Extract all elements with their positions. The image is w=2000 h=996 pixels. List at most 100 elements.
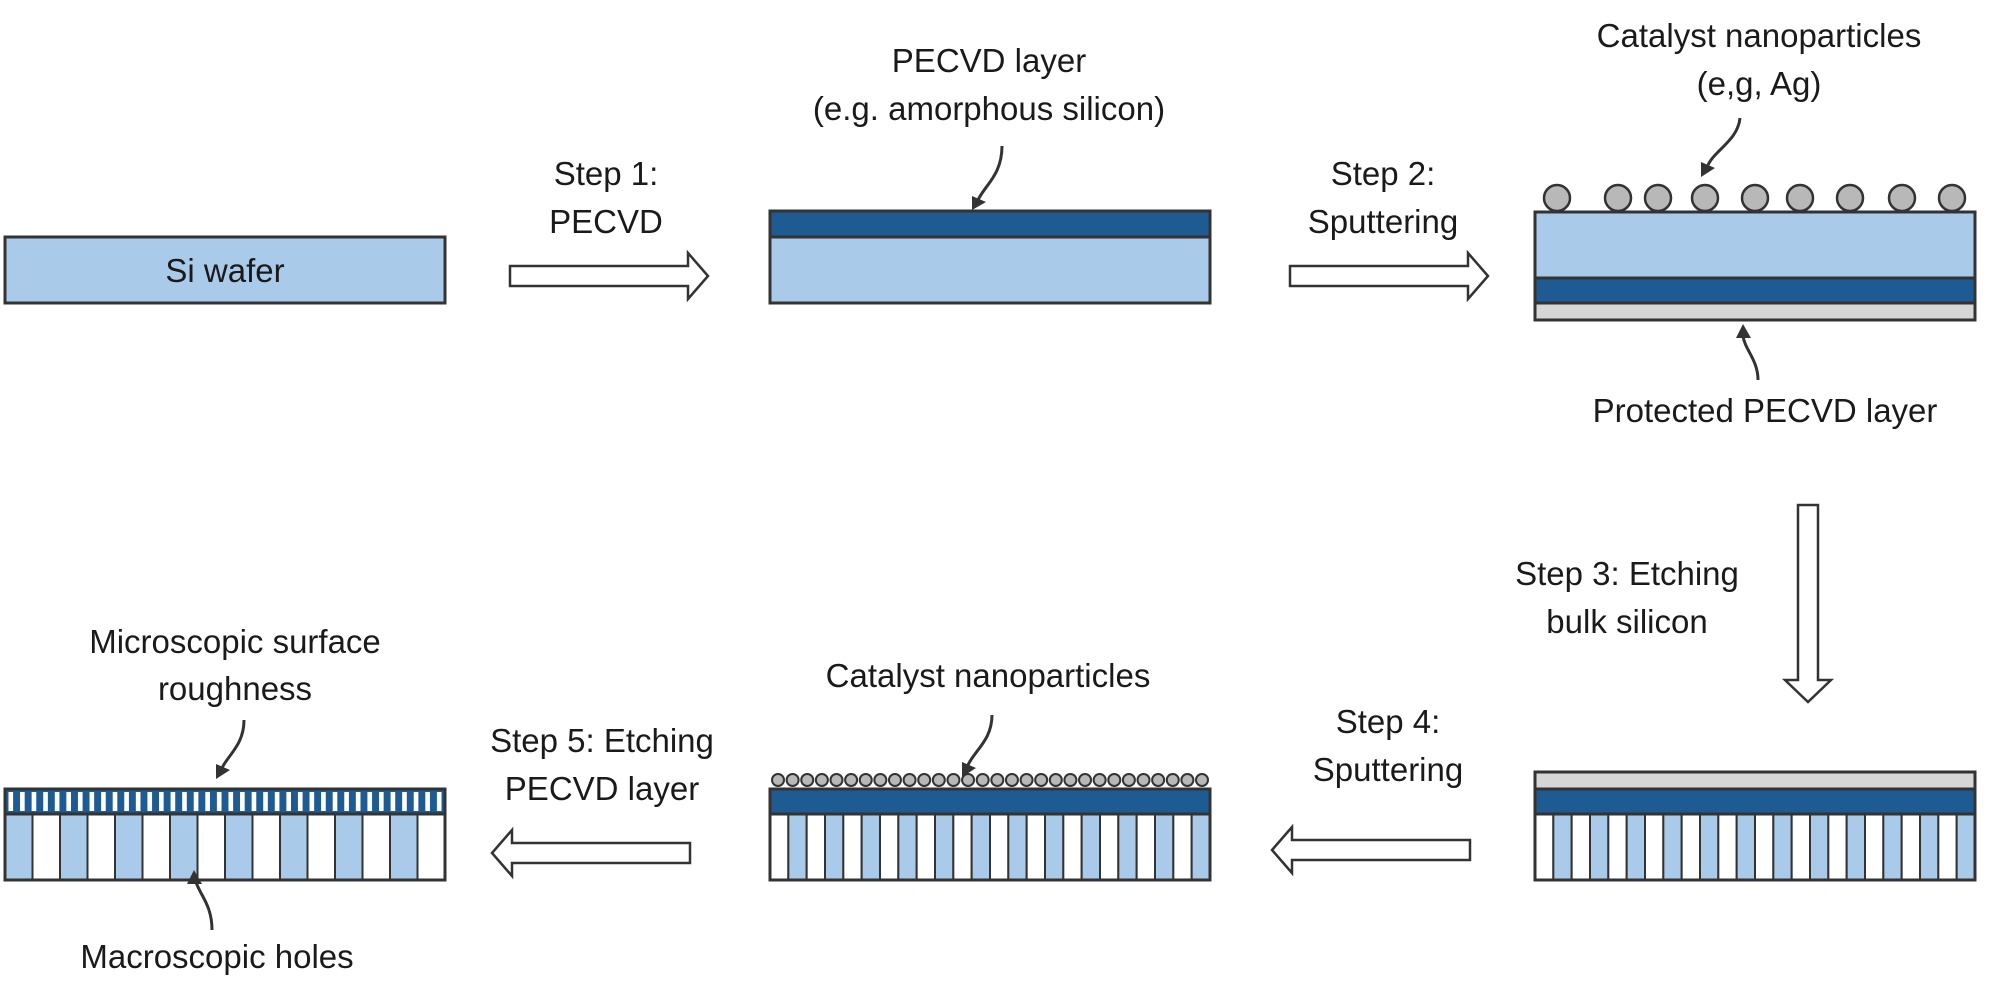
macro-hole-columns [3,812,447,882]
step5-arrow [490,826,692,880]
small-catalyst-particle [1004,773,1019,787]
roughness-slot [355,792,361,811]
roughness-slot [344,792,349,811]
column-segment [1900,813,1921,881]
column-segment [1190,813,1211,881]
catalyst-particle [1542,183,1572,213]
step5-label-line2: PECVD layer [505,770,699,807]
etched-bulk-protection-layer [1533,770,1977,791]
small-catalyst-particle [975,773,990,787]
step3-arrow [1781,503,1835,704]
micro-roughness-layer [3,787,447,816]
small-catalyst-particle [1078,773,1093,787]
micro-callout-arrow [220,719,246,769]
stage4-columns [768,812,1212,882]
roughness-slot [8,792,14,811]
column-segment [970,813,992,881]
pecvd-layer-block [768,209,1212,239]
column-segment [114,813,144,881]
small-catalyst-particle [917,773,932,787]
column-segment [1662,813,1683,881]
micro-roughness-label-line2: roughness [158,670,312,707]
sputtered-pecvd-layer [1533,276,1977,305]
column-segment [141,813,171,881]
roughness-slot [379,792,384,811]
small-catalyst-particle [1063,773,1078,787]
step1-arrow [508,249,710,303]
column-segment [1589,813,1610,881]
step3-label-line1: Step 3: Etching [1515,555,1739,592]
column-segment [1735,813,1756,881]
column-segment [824,813,845,881]
catalyst-particle [1603,183,1633,213]
small-catalyst-particle [829,773,844,787]
roughness-slot [112,792,118,811]
column-segment [224,813,254,881]
catalyst-particle [1690,183,1720,213]
step2-arrow [1288,249,1490,303]
step3-label-line2: bulk silicon [1546,603,1707,640]
column-segment [1625,813,1646,881]
column-segment [1570,813,1591,881]
small-catalyst-particle [990,773,1005,787]
column-segment [416,813,446,881]
column-segment [1937,813,1958,881]
small-catalyst-particle [785,773,800,787]
catalyst-nano-callout-arrowhead [962,762,976,777]
si-wafer-stage: Si wafer [3,235,447,305]
etched-bulk-pecvd-layer [1533,787,1977,816]
roughness-slot [193,792,199,811]
catalyst-particles-small [771,773,1209,787]
step4-label-line2: Sputtering [1313,751,1463,788]
roughness-slot [263,792,268,811]
column-segment [879,813,900,881]
column-outline [1533,812,1977,882]
roughness-slot [182,792,187,811]
roughness-slot [297,792,303,811]
column-segment [196,813,226,881]
column-segment [4,813,34,881]
column-segment [1717,813,1738,881]
final-stage: Microscopic surface roughness Macroscopi… [3,623,447,975]
roughness-slot [20,792,25,811]
step2: Step 2: Sputtering [1288,155,1490,303]
small-catalyst-particle [1019,773,1034,787]
small-catalyst-particle [1048,773,1063,787]
column-segment [805,813,827,881]
small-catalyst-particle [771,773,785,787]
column-segment [1062,813,1083,881]
column-segment [334,813,364,881]
small-catalyst-particle [1195,773,1209,787]
catalyst-nanoparticles-label: Catalyst nanoparticles [826,657,1151,694]
column-segment [1680,813,1701,881]
roughness-slot [147,792,153,811]
column-segment [1007,813,1028,881]
column-segment [251,813,281,881]
step1-label-line2: PECVD [549,203,663,240]
small-catalyst-particle [1107,773,1122,787]
step5-label-line1: Step 5: Etching [490,722,714,759]
catalyst-label-line1: Catalyst nanoparticles [1597,17,1922,54]
roughness-slot [31,792,37,811]
roughness-slot [321,792,326,811]
small-catalyst-particle [946,773,961,787]
sputtered-etched-stage: Catalyst nanoparticles [768,657,1212,882]
step1-label-line1: Step 1: [554,155,659,192]
roughness-slot [436,792,442,811]
column-outline [3,812,447,882]
column-segment [1644,813,1665,881]
roughness-slot [402,792,407,811]
column-segment [787,813,808,881]
pecvd-layer-label-line1: PECVD layer [892,42,1086,79]
protected-pecvd-label: Protected PECVD layer [1593,392,1938,429]
protected-callout-arrowhead [1736,324,1751,338]
catalyst-particle [1643,183,1673,213]
step1: Step 1: PECVD [508,155,710,303]
small-catalyst-particle [800,773,815,787]
small-catalyst-particle [1180,773,1195,787]
pecvd-stage: PECVD layer (e.g. amorphous silicon) [768,42,1212,305]
column-segment [169,813,199,881]
catalyst-nano-callout-arrow [966,714,994,766]
column-segment [1827,813,1848,881]
etched-bulk-columns [1533,812,1977,882]
